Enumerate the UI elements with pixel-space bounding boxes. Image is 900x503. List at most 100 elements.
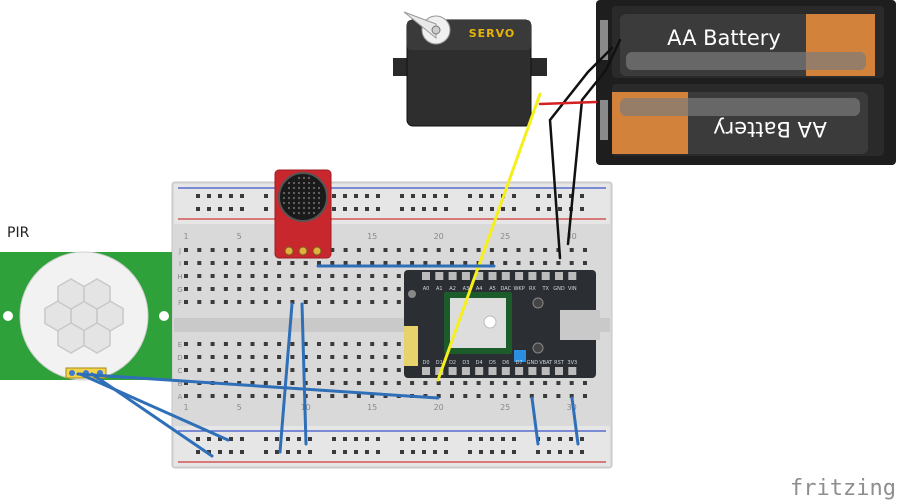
breadboard-hole <box>396 381 401 385</box>
breadboard-hole <box>516 261 521 265</box>
breadboard-hole <box>476 248 481 252</box>
breadboard-hole <box>370 248 375 252</box>
mesh-dot <box>287 181 291 185</box>
mesh-dot <box>297 196 301 200</box>
photon-pin <box>515 272 524 280</box>
mesh-dot <box>297 191 301 195</box>
breadboard-hole <box>197 394 202 398</box>
rail-hole <box>490 194 494 198</box>
mesh-dot <box>312 181 316 185</box>
servo-label: SERVO <box>469 27 516 40</box>
rail-hole <box>332 207 336 211</box>
breadboard-hole <box>569 394 574 398</box>
breadboard-hole <box>223 394 228 398</box>
mesh-dot <box>282 201 286 205</box>
breadboard-hole <box>210 342 215 346</box>
rail-hole <box>229 450 233 454</box>
column-number: 5 <box>237 403 242 412</box>
row-letter: C <box>178 367 183 375</box>
rail-hole <box>400 194 404 198</box>
breadboard-hole <box>237 381 242 385</box>
wire-blue-2 <box>300 302 308 446</box>
mesh-dot <box>297 186 301 190</box>
rail-hole <box>365 437 369 441</box>
rail-hole <box>433 194 437 198</box>
breadboard-hole <box>317 300 321 304</box>
breadboard-hole <box>423 248 428 252</box>
breadboard-hole <box>250 274 255 278</box>
column-number: 30 <box>567 403 577 412</box>
mesh-dot <box>307 211 311 215</box>
rail-hole <box>433 207 437 211</box>
row-letter: E <box>178 341 182 349</box>
breadboard-hole <box>317 287 321 291</box>
photon-pin-label: D4 <box>476 360 483 366</box>
breadboard-hole <box>343 394 348 398</box>
breadboard-hole <box>436 261 441 265</box>
breadboard-hole <box>250 300 255 304</box>
breadboard-hole <box>383 248 388 252</box>
breadboard-hole <box>383 342 388 346</box>
breadboard-hole <box>330 287 335 291</box>
rail-hole <box>240 194 244 198</box>
battery-holder: AA Battery AA Battery <box>596 0 896 165</box>
rail-hole <box>422 437 426 441</box>
rail-hole <box>240 437 244 441</box>
rail-hole <box>422 207 426 211</box>
breadboard-hole <box>383 261 388 265</box>
breadboard-hole <box>184 381 188 385</box>
breadboard-hole <box>210 287 215 291</box>
breadboard-hole <box>184 261 188 265</box>
rail-hole <box>207 450 211 454</box>
breadboard-hole <box>343 274 348 278</box>
mesh-dot <box>317 206 321 210</box>
rail-hole <box>411 207 415 211</box>
mesh-dot <box>317 186 321 190</box>
rail-hole <box>479 194 483 198</box>
wire-blue-pir-2 <box>78 372 230 442</box>
photon-pin-label: TX <box>541 286 549 292</box>
column-number: 25 <box>500 403 510 412</box>
photon-pin <box>488 272 497 280</box>
breadboard-hole <box>223 368 228 372</box>
breadboard-hole <box>503 394 508 398</box>
breadboard-hole <box>277 342 282 346</box>
battery-bottom-label: AA Battery <box>713 117 827 141</box>
breadboard-hole <box>556 394 561 398</box>
rail-hole <box>343 437 347 441</box>
breadboard-hole <box>450 394 454 398</box>
rail-hole <box>343 194 347 198</box>
rail-hole <box>365 194 369 198</box>
row-letter: A <box>178 393 183 401</box>
breadboard-hole <box>489 394 494 398</box>
breadboard-hole <box>277 381 282 385</box>
mesh-dot <box>287 196 291 200</box>
mesh-dot <box>292 211 296 215</box>
microphone-module <box>274 169 332 259</box>
breadboard-hole <box>303 261 308 265</box>
mesh-dot <box>297 206 301 210</box>
mesh-dot <box>312 186 316 190</box>
breadboard-hole <box>583 261 587 265</box>
rail-hole <box>422 450 426 454</box>
photon-pin <box>448 367 457 375</box>
breadboard-hole <box>237 287 242 291</box>
breadboard-hole <box>210 368 215 372</box>
breadboard-hole <box>263 394 268 398</box>
wire-black-1 <box>548 46 614 260</box>
row-letter: F <box>178 299 182 307</box>
photon-pin-label: D5 <box>489 360 496 366</box>
breadboard-hole <box>237 300 242 304</box>
breadboard-hole <box>543 248 548 252</box>
rail-hole <box>218 194 222 198</box>
mesh-dot <box>297 176 301 180</box>
breadboard-hole <box>277 355 282 359</box>
battery-top-label: AA Battery <box>667 26 781 50</box>
breadboard-hole <box>317 342 321 346</box>
breadboard-hole <box>317 261 321 265</box>
photon-pin-label: RX <box>529 286 536 292</box>
rail-hole <box>479 207 483 211</box>
breadboard-hole <box>317 274 321 278</box>
breadboard-hole <box>184 248 188 252</box>
